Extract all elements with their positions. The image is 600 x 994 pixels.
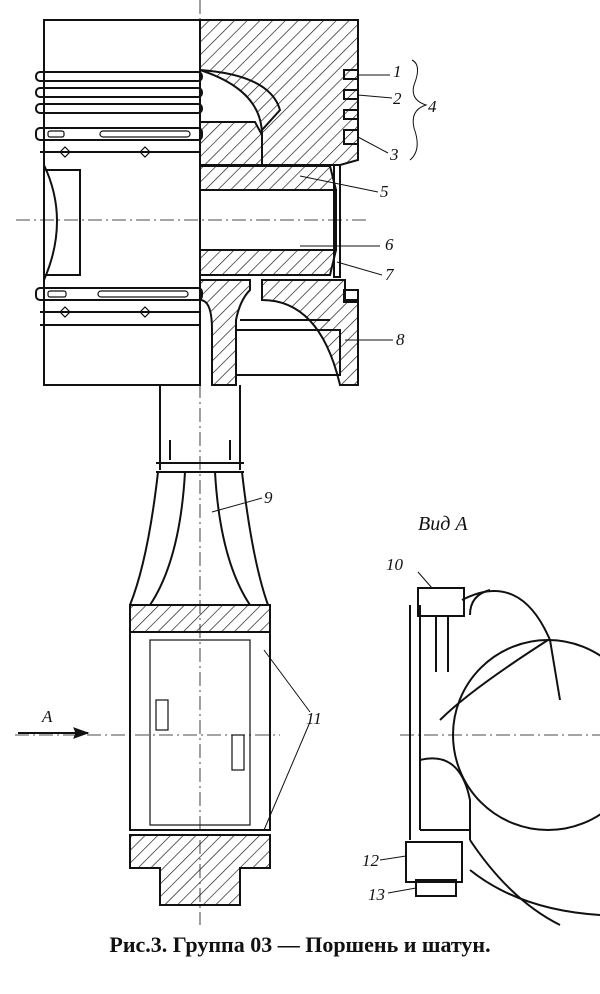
view-arrow: А bbox=[18, 707, 90, 739]
piston-pin-upper bbox=[199, 165, 338, 191]
bolt-head-10 bbox=[417, 587, 465, 617]
view-a-label: Вид А bbox=[418, 513, 468, 535]
callout-11: 11 bbox=[306, 709, 322, 728]
figure-caption: Рис.3. Группа 03 — Поршень и шатун. bbox=[109, 932, 491, 957]
piston-pin-lower bbox=[199, 249, 338, 276]
callout-4: 4 bbox=[428, 97, 437, 116]
callout-1: 1 bbox=[393, 62, 402, 81]
callout-labels: 1 2 3 4 5 6 7 8 9 10 11 12 13 Вид А bbox=[264, 62, 468, 904]
callout-10: 10 bbox=[386, 555, 404, 574]
snap-ring bbox=[333, 164, 341, 278]
callout-5: 5 bbox=[380, 182, 389, 201]
callout-7: 7 bbox=[385, 265, 395, 284]
callout-8: 8 bbox=[396, 330, 405, 349]
callout-2: 2 bbox=[393, 89, 402, 108]
big-end-cap bbox=[129, 834, 271, 906]
callout-12: 12 bbox=[362, 851, 380, 870]
callout-13: 13 bbox=[368, 885, 385, 904]
arrow-label: А bbox=[41, 707, 53, 726]
callout-3: 3 bbox=[389, 145, 399, 164]
callout-6: 6 bbox=[385, 235, 394, 254]
nut-12 bbox=[405, 841, 463, 883]
piston bbox=[35, 19, 359, 386]
big-end-upper bbox=[129, 604, 271, 633]
piston-ring-grooves bbox=[35, 71, 203, 326]
connecting-rod bbox=[15, 0, 370, 925]
view-a-detail bbox=[400, 587, 600, 926]
leader-lines bbox=[211, 59, 433, 894]
callout-9: 9 bbox=[264, 488, 273, 507]
